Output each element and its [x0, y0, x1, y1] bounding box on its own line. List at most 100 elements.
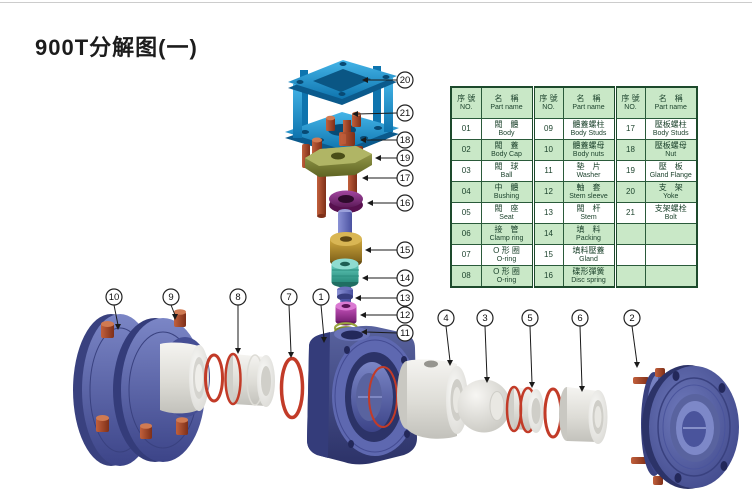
cell-no: 14 [531, 223, 564, 245]
seat-left [224, 352, 275, 407]
cell-no: 19 [613, 160, 646, 182]
cell-part-name [644, 244, 698, 266]
svg-text:9: 9 [168, 292, 173, 303]
cell-part-name [644, 223, 698, 245]
callout-2: 2 [623, 309, 641, 368]
gland-flange [305, 137, 372, 177]
cell-no: 20 [613, 181, 646, 203]
callout-12: 12 [360, 306, 414, 324]
callout-4: 4 [437, 309, 455, 366]
body-cap-right-flange [631, 365, 739, 489]
cell-no: 10 [531, 139, 564, 161]
page-title: 900T分解图(一) [35, 35, 198, 60]
cell-no: 16 [531, 265, 564, 288]
callout-16: 16 [367, 194, 414, 212]
disc-spring [329, 190, 363, 213]
ball [457, 379, 511, 433]
svg-text:4: 4 [443, 313, 448, 324]
cell-no [613, 244, 646, 266]
cell-no: 06 [450, 223, 482, 245]
svg-text:13: 13 [400, 293, 411, 304]
svg-text:7: 7 [286, 292, 291, 303]
cell-no: 04 [450, 181, 482, 203]
callout-6: 6 [571, 309, 589, 392]
left-seat-ring [160, 342, 209, 414]
cell-no: 08 [450, 265, 482, 288]
cell-no: 21 [613, 202, 646, 224]
callout-20: 20 [362, 71, 414, 89]
bushing [397, 359, 468, 439]
packing [331, 258, 359, 288]
o-ring-right [543, 387, 563, 439]
clamp-ring [559, 387, 608, 444]
callout-13: 13 [355, 289, 414, 307]
gland-nut [339, 120, 355, 146]
cell-no: 12 [531, 181, 564, 203]
callout-21: 21 [352, 104, 414, 122]
callout-5: 5 [521, 309, 539, 388]
o-ring-left [279, 356, 305, 420]
callout-18: 18 [360, 131, 414, 149]
valve-body [307, 325, 418, 465]
cell-no: 17 [613, 118, 646, 140]
seat-right [505, 385, 544, 434]
cell-no: 05 [450, 202, 482, 224]
callout-7: 7 [280, 288, 298, 358]
svg-text:1: 1 [318, 292, 323, 303]
svg-text:12: 12 [400, 310, 411, 321]
callout-19: 19 [375, 149, 414, 167]
callout-9: 9 [162, 288, 180, 320]
svg-text:10: 10 [109, 292, 120, 303]
callout-3: 3 [476, 309, 494, 383]
svg-text:2: 2 [629, 313, 634, 324]
svg-text:18: 18 [400, 135, 411, 146]
stem-sleeve [335, 301, 357, 326]
svg-text:17: 17 [400, 173, 411, 184]
svg-text:21: 21 [400, 108, 411, 119]
cell-no: 11 [531, 160, 564, 182]
body-nuts [96, 321, 152, 439]
cell-no: 03 [450, 160, 482, 182]
cell-no: 02 [450, 139, 482, 161]
cell-no [613, 265, 646, 288]
svg-text:5: 5 [527, 313, 532, 324]
cell-no: 01 [450, 118, 482, 140]
callout-15: 15 [365, 241, 414, 259]
cell-no: 09 [531, 118, 564, 140]
callout-8: 8 [229, 288, 247, 354]
cell-no: 15 [531, 244, 564, 266]
svg-text:14: 14 [400, 273, 411, 284]
